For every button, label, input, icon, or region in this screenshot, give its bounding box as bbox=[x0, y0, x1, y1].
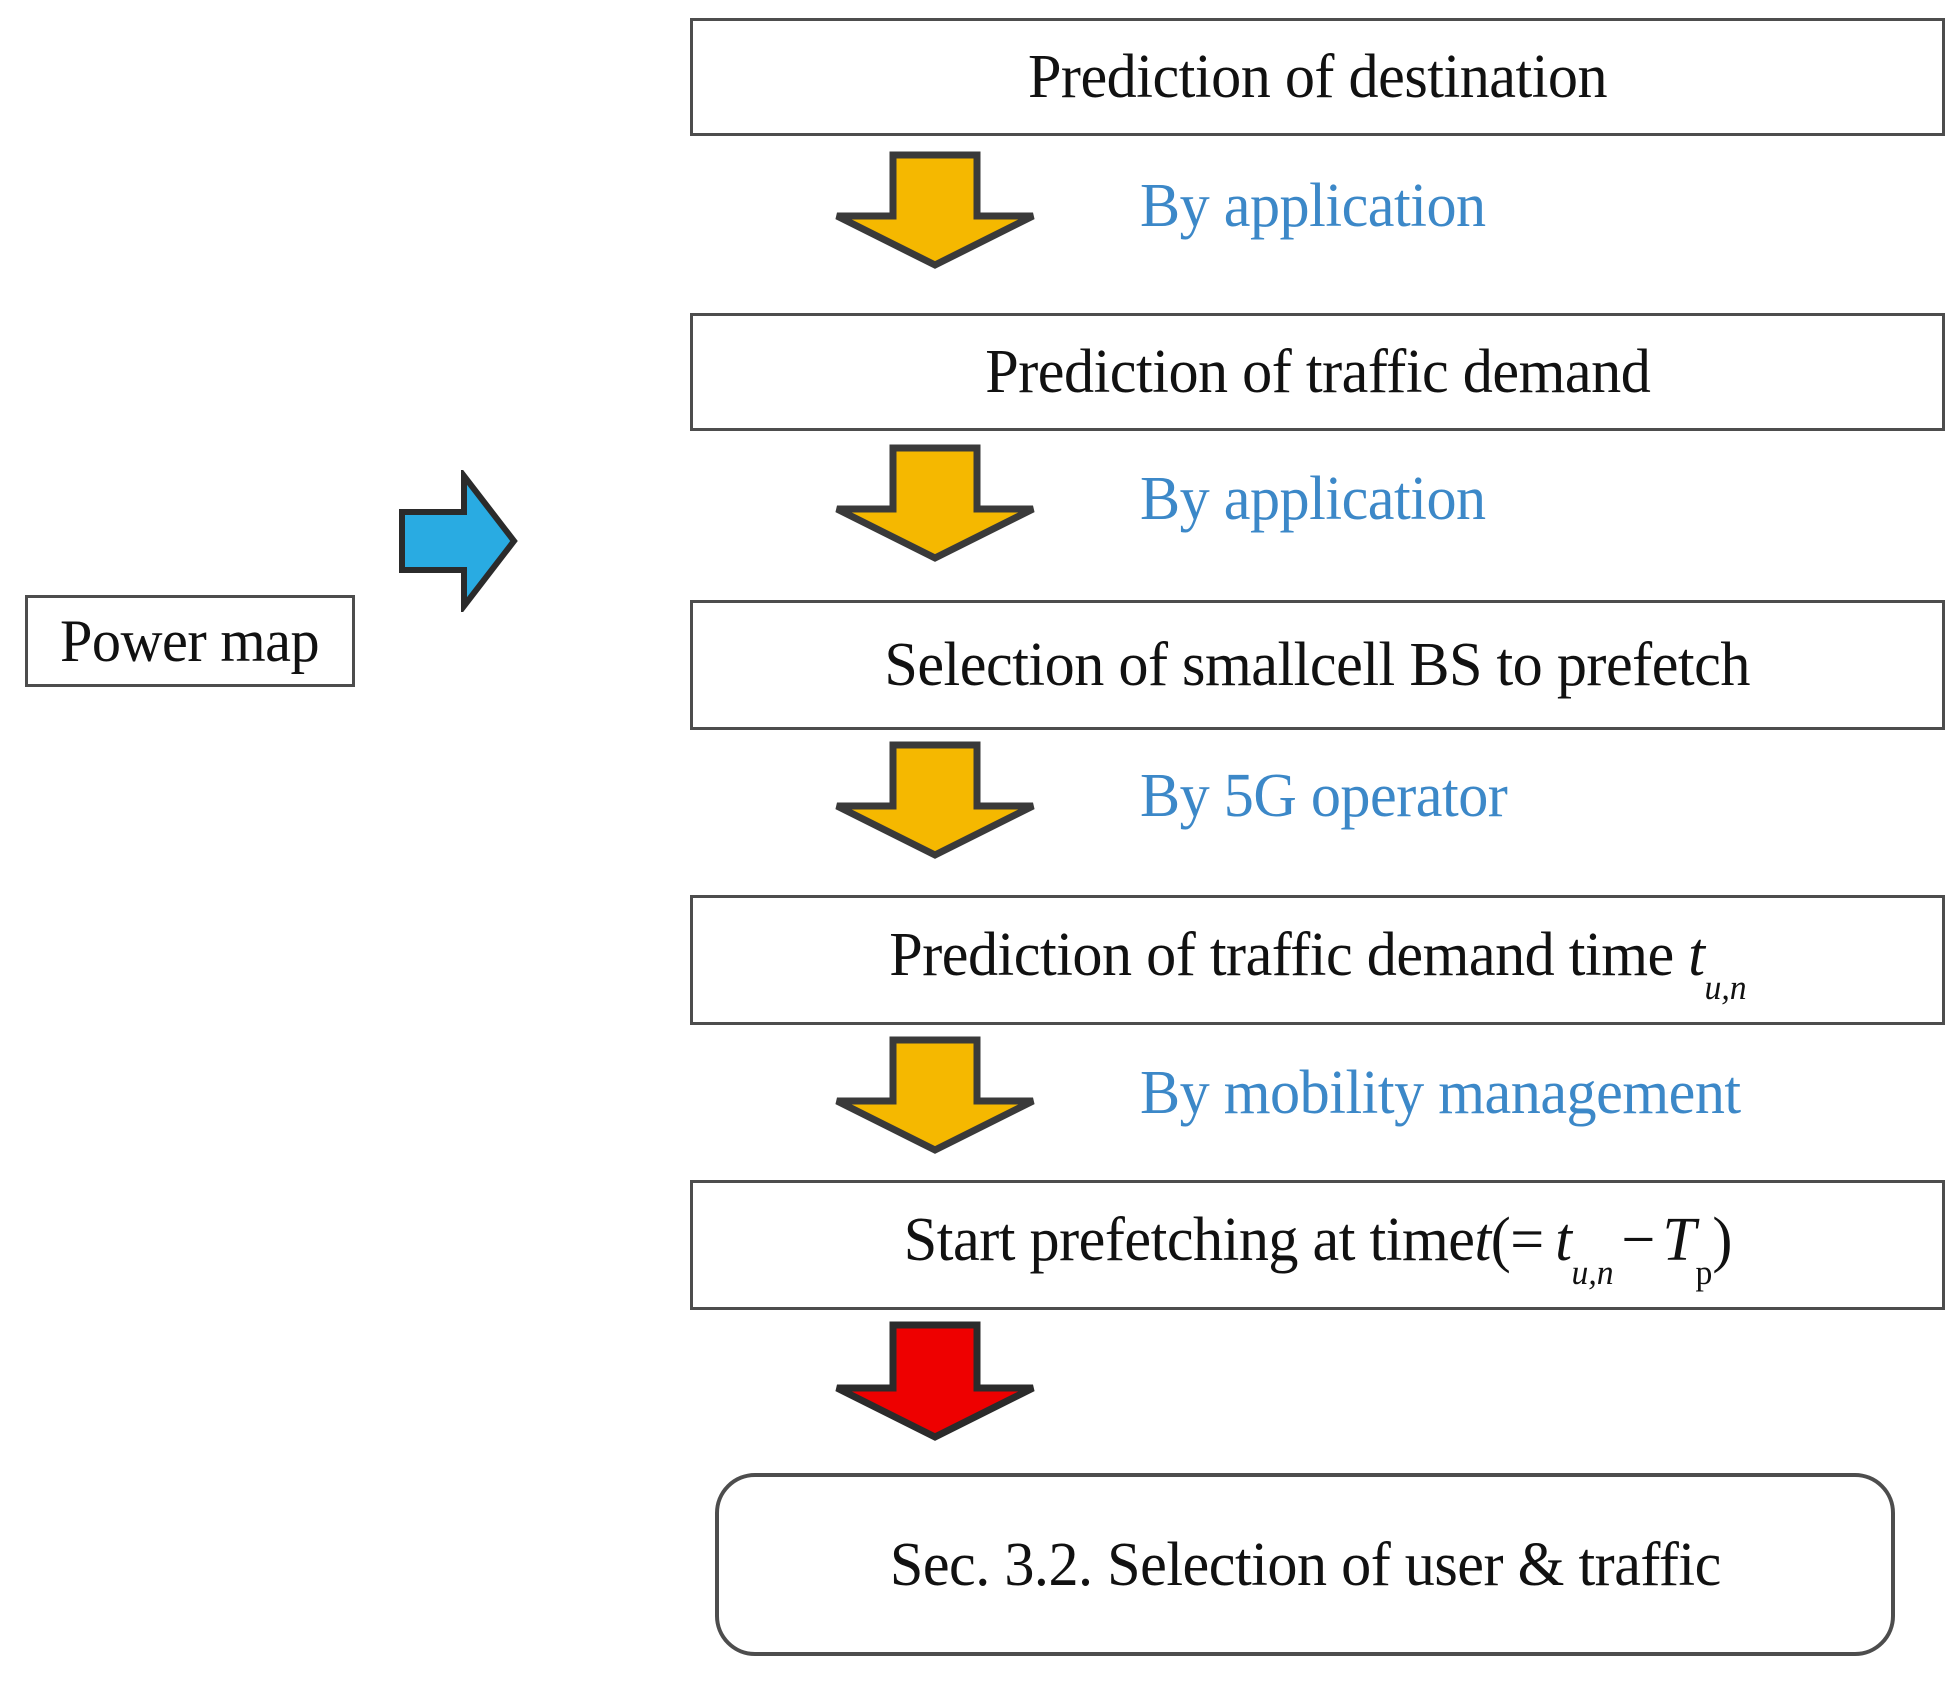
node-step-4-var: t bbox=[1687, 921, 1705, 990]
node-step-5-subscript-un: u,n bbox=[1571, 1252, 1614, 1292]
node-step-6-label: Sec. 3.2. Selection of user & traffic bbox=[889, 1530, 1721, 1599]
node-step-5-label: Start prefetching at timet(= tu,n−Tp) bbox=[903, 1206, 1732, 1289]
node-step-6[interactable]: Sec. 3.2. Selection of user & traffic bbox=[715, 1473, 1895, 1656]
down-arrow-icon bbox=[835, 741, 1035, 859]
down-arrow-icon bbox=[835, 444, 1035, 562]
node-step-3-label: Selection of smallcell BS to prefetch bbox=[884, 631, 1751, 699]
node-step-5-var-tp: T bbox=[1662, 1206, 1696, 1275]
right-arrow-icon bbox=[399, 470, 518, 612]
annotation-by-mobility-management: By mobility management bbox=[1140, 1059, 1741, 1127]
node-step-5-var-t: t bbox=[1474, 1206, 1491, 1275]
annotation-by-application-2: By application bbox=[1140, 465, 1486, 533]
node-step-4[interactable]: Prediction of traffic demand time tu,n bbox=[690, 895, 1945, 1025]
annotation-by-5g-operator: By 5G operator bbox=[1140, 762, 1508, 830]
node-step-2-label: Prediction of traffic demand bbox=[985, 338, 1650, 406]
node-step-5-prefix: Start prefetching at time bbox=[903, 1206, 1475, 1275]
node-step-5-subscript-p: p bbox=[1695, 1252, 1713, 1292]
annotation-by-application-1: By application bbox=[1140, 172, 1486, 240]
node-step-5-open: (= bbox=[1490, 1206, 1555, 1275]
down-arrow-icon bbox=[835, 1036, 1035, 1154]
node-step-3[interactable]: Selection of smallcell BS to prefetch bbox=[690, 600, 1945, 730]
node-step-5-minus: − bbox=[1621, 1206, 1655, 1275]
node-power-map[interactable]: Power map bbox=[25, 595, 355, 687]
node-step-4-label-prefix: Prediction of traffic demand time bbox=[888, 921, 1688, 990]
node-step-1[interactable]: Prediction of destination bbox=[690, 18, 1945, 136]
node-step-5[interactable]: Start prefetching at timet(= tu,n−Tp) bbox=[690, 1180, 1945, 1310]
node-step-4-label: Prediction of traffic demand time tu,n bbox=[888, 921, 1746, 1004]
node-power-map-label: Power map bbox=[60, 608, 320, 674]
node-step-1-label: Prediction of destination bbox=[1027, 43, 1608, 111]
node-step-2[interactable]: Prediction of traffic demand bbox=[690, 313, 1945, 431]
node-step-4-subscript: u,n bbox=[1704, 967, 1747, 1007]
down-arrow-icon bbox=[835, 151, 1035, 269]
node-step-5-close: ) bbox=[1712, 1206, 1732, 1275]
down-arrow-icon bbox=[835, 1321, 1035, 1441]
node-step-5-var-tun: t bbox=[1554, 1206, 1572, 1275]
